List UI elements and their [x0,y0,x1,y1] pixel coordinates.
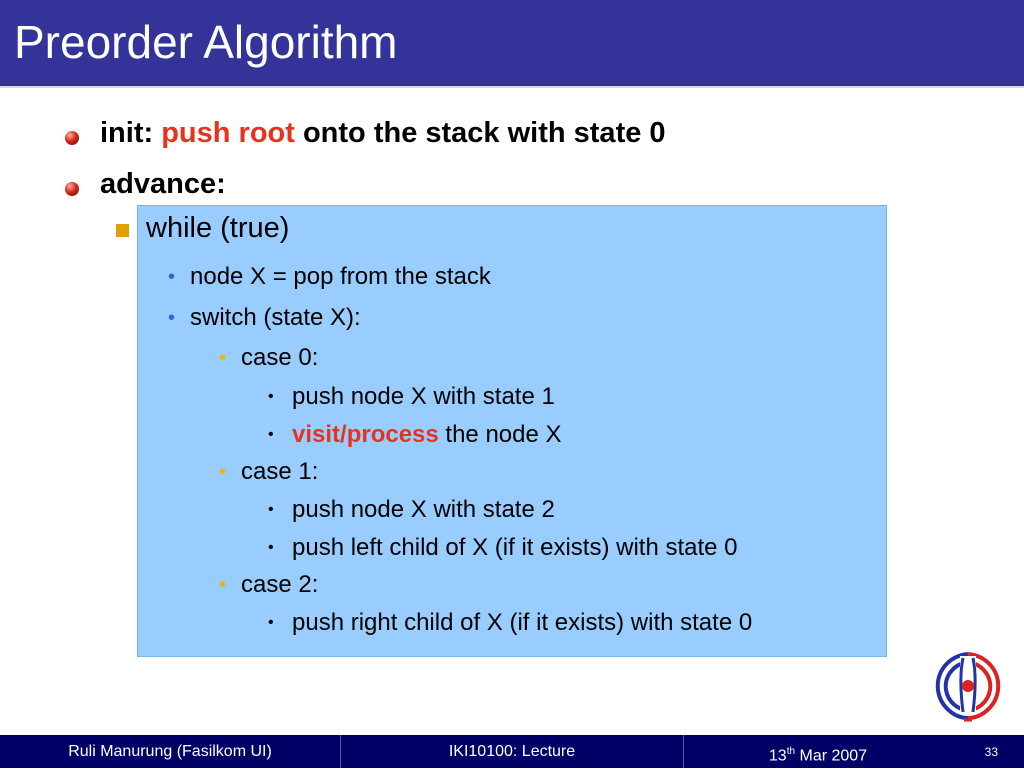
footer-divider [683,735,684,768]
footer-course: IKI10100: Lecture [448,743,576,760]
case0-b-line: visit/process the node X [292,420,562,450]
case1-a-line: push node X with state 2 [292,496,555,523]
switch-line: switch (state X): [190,304,361,331]
case1-line: case 1: [241,458,319,485]
footer-bar: Ruli Manurung (Fasilkom UI) IKI10100: Le… [0,735,1024,768]
dot-bullet-icon: • [268,426,274,443]
bullet-advance: advance: [100,168,226,200]
case0-line: case 0: [241,344,319,371]
dot-bullet-icon: • [219,574,227,596]
footer-divider [340,735,341,768]
square-bullet-icon [116,224,129,237]
init-text: onto the stack with state 0 [294,117,666,149]
dot-bullet-icon: • [168,307,176,329]
slide-title: Preorder Algorithm [14,16,398,68]
dot-bullet-icon: • [219,347,227,369]
dot-bullet-icon: • [168,266,176,288]
visit-highlight: visit/process [292,421,439,448]
case1-b-line: push left child of X (if it exists) with… [292,534,738,561]
pop-line: node X = pop from the stack [190,263,491,290]
bullet-init: init: push root onto the stack with stat… [100,116,666,150]
dot-bullet-icon: • [268,388,274,405]
while-line: while (true) [146,212,290,244]
date-suffix: th [786,746,796,757]
red-ball-bullet-icon [65,182,79,196]
init-label: init: [100,117,162,149]
dot-bullet-icon: • [268,539,274,556]
dot-bullet-icon: • [268,501,274,518]
date-rest: Mar 2007 [795,747,868,765]
date-day: 13 [768,747,787,765]
init-highlight: push root [161,117,295,149]
code-box [137,205,887,657]
title-bar: Preorder Algorithm [0,0,1024,86]
title-separator [0,86,1024,88]
page-number: 33 [984,745,998,759]
case0-b-text: the node X [438,421,562,448]
footer-date: 13th Mar 2007 [684,735,952,768]
red-ball-bullet-icon [65,131,79,145]
case0-a-line: push node X with state 1 [292,383,555,410]
dot-bullet-icon: • [219,461,227,483]
case2-line: case 2: [241,571,319,598]
footer-author: Ruli Manurung (Fasilkom UI) [68,743,272,760]
dot-bullet-icon: • [268,614,274,631]
makara-logo-icon [932,650,1004,722]
case2-a-line: push right child of X (if it exists) wit… [292,609,753,636]
